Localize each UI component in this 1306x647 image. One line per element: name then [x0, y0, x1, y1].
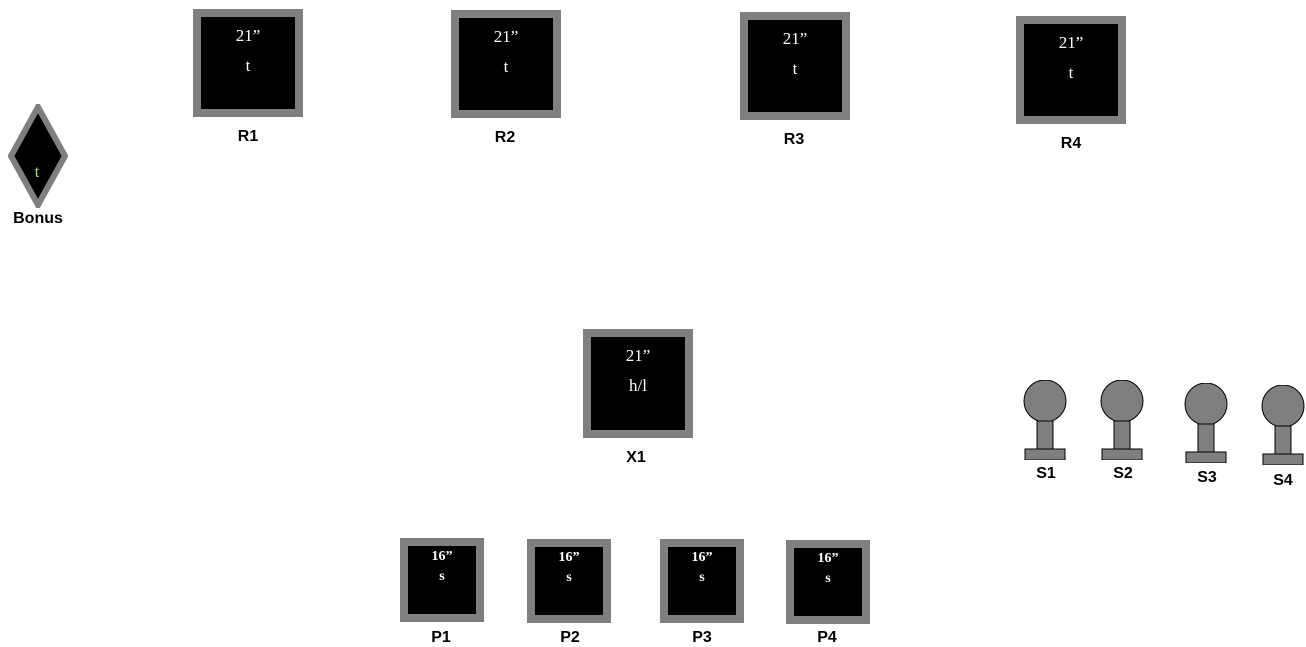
speaker-label-s1: S1	[1036, 465, 1056, 482]
monitor-label-p1: P1	[431, 629, 451, 646]
monitor-size: 16”	[817, 551, 839, 566]
monitor-p4: 16” s	[786, 540, 870, 624]
monitor-mode: t	[245, 56, 251, 75]
speaker-s4	[1258, 385, 1306, 465]
monitor-label-r2: R2	[494, 129, 516, 146]
monitor-x1: 21” h/l	[583, 329, 693, 438]
bonus-label: Bonus	[13, 210, 63, 227]
monitor-p1: 16” s	[400, 538, 484, 622]
monitor-size: 16”	[558, 550, 580, 565]
monitor-mode: s	[439, 569, 445, 584]
monitor-label-p3: P3	[692, 629, 712, 646]
monitor-size: 21”	[235, 26, 261, 45]
speaker-label-s4: S4	[1273, 472, 1293, 489]
monitor-size: 16”	[431, 549, 453, 564]
monitor-mode: t	[1068, 63, 1074, 82]
monitor-r2: 21” t	[451, 10, 561, 118]
speaker-icon	[1184, 383, 1228, 463]
monitor-mode: s	[566, 570, 572, 585]
monitor-size: 21”	[1058, 33, 1084, 52]
speaker-label-s3: S3	[1197, 469, 1217, 486]
monitor-mode: h/l	[629, 376, 647, 395]
monitor-mode: t	[792, 59, 798, 78]
speaker-s3	[1181, 383, 1231, 463]
speaker-icon	[1100, 380, 1144, 460]
monitor-size: 21”	[625, 346, 651, 365]
monitor-mode: s	[825, 571, 831, 586]
monitor-r3: 21” t	[740, 12, 850, 120]
monitor-label-r4: R4	[1060, 135, 1082, 152]
speaker-s2	[1097, 380, 1147, 460]
monitor-r1: 21” t	[193, 9, 303, 117]
monitor-r4: 21” t	[1016, 16, 1126, 124]
monitor-size: 21”	[493, 27, 519, 46]
monitor-label-p2: P2	[560, 629, 580, 646]
monitor-size: 16”	[691, 550, 713, 565]
bonus-screen-text: t	[34, 162, 40, 181]
speaker-icon	[1023, 380, 1067, 460]
monitor-p2: 16” s	[527, 539, 611, 623]
monitor-label-r1: R1	[237, 128, 259, 145]
monitor-label-x1: X1	[626, 449, 646, 466]
monitor-label-p4: P4	[817, 629, 837, 646]
speaker-s1	[1020, 380, 1070, 460]
speaker-label-s2: S2	[1113, 465, 1133, 482]
monitor-mode: t	[503, 57, 509, 76]
speaker-icon	[1261, 385, 1305, 465]
bonus-diamond: t	[7, 100, 69, 212]
monitor-p3: 16” s	[660, 539, 744, 623]
monitor-mode: s	[699, 570, 705, 585]
diamond-icon	[7, 100, 69, 212]
monitor-label-r3: R3	[783, 131, 805, 148]
monitor-size: 21”	[782, 29, 808, 48]
